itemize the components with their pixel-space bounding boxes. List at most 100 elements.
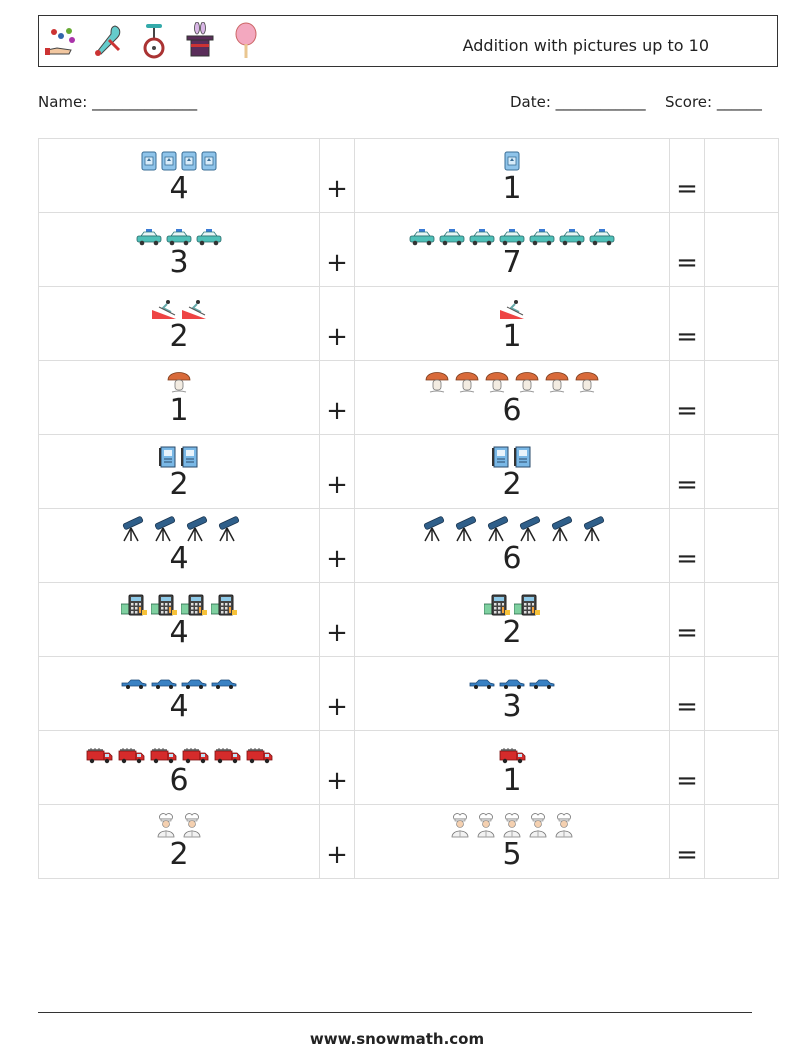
equals-sign: = xyxy=(676,839,698,870)
answer-cell[interactable] xyxy=(704,730,779,805)
chef-icon xyxy=(555,812,573,837)
plus-sign: + xyxy=(326,765,348,796)
calculator-icon xyxy=(514,594,540,615)
equals-cell: = xyxy=(669,582,705,657)
fire-truck-icon xyxy=(246,747,273,763)
telescope-icon xyxy=(487,515,509,541)
addend-b-number: 1 xyxy=(502,318,522,354)
equals-cell: = xyxy=(669,508,705,583)
notebook-icon xyxy=(514,446,531,467)
answer-cell[interactable] xyxy=(704,212,779,287)
addend-a-number: 1 xyxy=(169,392,189,428)
answer-cell[interactable] xyxy=(704,138,779,213)
addend-b-cell: 6 xyxy=(354,360,670,435)
car-icon xyxy=(499,679,525,689)
chef-icon xyxy=(451,812,469,837)
addend-a-number: 4 xyxy=(169,614,189,650)
mushroom-icon xyxy=(485,371,509,392)
problem-row: 2+5= xyxy=(38,804,779,879)
car-icon xyxy=(151,679,177,689)
score-field[interactable]: Score: ______ xyxy=(665,93,762,111)
addend-a-number: 4 xyxy=(169,170,189,206)
police-car-icon xyxy=(499,228,525,245)
police-car-icon xyxy=(196,228,222,245)
answer-cell[interactable] xyxy=(704,804,779,879)
chef-icon xyxy=(157,812,175,837)
plus-cell: + xyxy=(319,212,355,287)
police-car-icon xyxy=(469,228,495,245)
car-icon xyxy=(469,679,495,689)
car-icon xyxy=(211,679,237,689)
addend-a-cell: 4 xyxy=(38,138,320,213)
addend-b-pictures xyxy=(355,146,669,172)
problem-row: 3+7= xyxy=(38,212,779,287)
addend-b-pictures xyxy=(355,220,669,246)
police-car-icon xyxy=(529,228,555,245)
answer-cell[interactable] xyxy=(704,508,779,583)
mushroom-icon xyxy=(425,371,449,392)
problem-row: 4+2= xyxy=(38,582,779,657)
mushroom-icon xyxy=(575,371,599,392)
addend-a-number: 4 xyxy=(169,540,189,576)
plus-cell: + xyxy=(319,286,355,361)
police-car-icon xyxy=(409,228,435,245)
addend-a-cell: 2 xyxy=(38,286,320,361)
fire-truck-icon xyxy=(118,747,145,763)
telescope-icon xyxy=(519,515,541,541)
addend-b-pictures xyxy=(355,590,669,616)
problem-row: 4+1= xyxy=(38,138,779,213)
addend-a-pictures xyxy=(39,442,319,468)
sharpener-icon xyxy=(161,151,177,170)
addend-a-cell: 4 xyxy=(38,508,320,583)
worksheet-header: Addition with pictures up to 10 xyxy=(38,15,778,67)
plus-sign: + xyxy=(326,173,348,204)
answer-cell[interactable] xyxy=(704,286,779,361)
equals-sign: = xyxy=(676,691,698,722)
police-car-icon xyxy=(439,228,465,245)
header-icons xyxy=(45,22,263,60)
addend-b-cell: 5 xyxy=(354,804,670,879)
equals-sign: = xyxy=(676,617,698,648)
addend-a-number: 2 xyxy=(169,466,189,502)
footer-url: www.snowmath.com xyxy=(309,1030,485,1048)
addend-a-cell: 3 xyxy=(38,212,320,287)
police-car-icon xyxy=(589,228,615,245)
problem-row: 1+6= xyxy=(38,360,779,435)
chef-icon xyxy=(529,812,547,837)
addend-b-number: 1 xyxy=(502,762,522,798)
plus-cell: + xyxy=(319,508,355,583)
addend-b-cell: 1 xyxy=(354,138,670,213)
addend-b-number: 1 xyxy=(502,170,522,206)
addend-a-cell: 4 xyxy=(38,656,320,731)
mushroom-icon xyxy=(455,371,479,392)
telescope-icon xyxy=(218,515,240,541)
skier-icon xyxy=(152,299,176,319)
plus-sign: + xyxy=(326,839,348,870)
name-field[interactable]: Name: ______________ xyxy=(38,93,198,111)
answer-cell[interactable] xyxy=(704,582,779,657)
equals-cell: = xyxy=(669,434,705,509)
plus-sign: + xyxy=(326,691,348,722)
mushroom-icon xyxy=(545,371,569,392)
equals-sign: = xyxy=(676,543,698,574)
plus-cell: + xyxy=(319,656,355,731)
equals-cell: = xyxy=(669,804,705,879)
answer-cell[interactable] xyxy=(704,656,779,731)
answer-cell[interactable] xyxy=(704,434,779,509)
plus-sign: + xyxy=(326,247,348,278)
addend-a-cell: 6 xyxy=(38,730,320,805)
addend-b-cell: 6 xyxy=(354,508,670,583)
plus-cell: + xyxy=(319,434,355,509)
addend-b-cell: 3 xyxy=(354,656,670,731)
mushroom-icon xyxy=(515,371,539,392)
plus-sign: + xyxy=(326,469,348,500)
date-field[interactable]: Date: ____________ xyxy=(510,93,646,111)
equals-sign: = xyxy=(676,247,698,278)
answer-cell[interactable] xyxy=(704,360,779,435)
plus-cell: + xyxy=(319,804,355,879)
plus-cell: + xyxy=(319,360,355,435)
chef-icon xyxy=(477,812,495,837)
telescope-icon xyxy=(154,515,176,541)
telescope-icon xyxy=(455,515,477,541)
unicycle-icon xyxy=(143,24,165,59)
